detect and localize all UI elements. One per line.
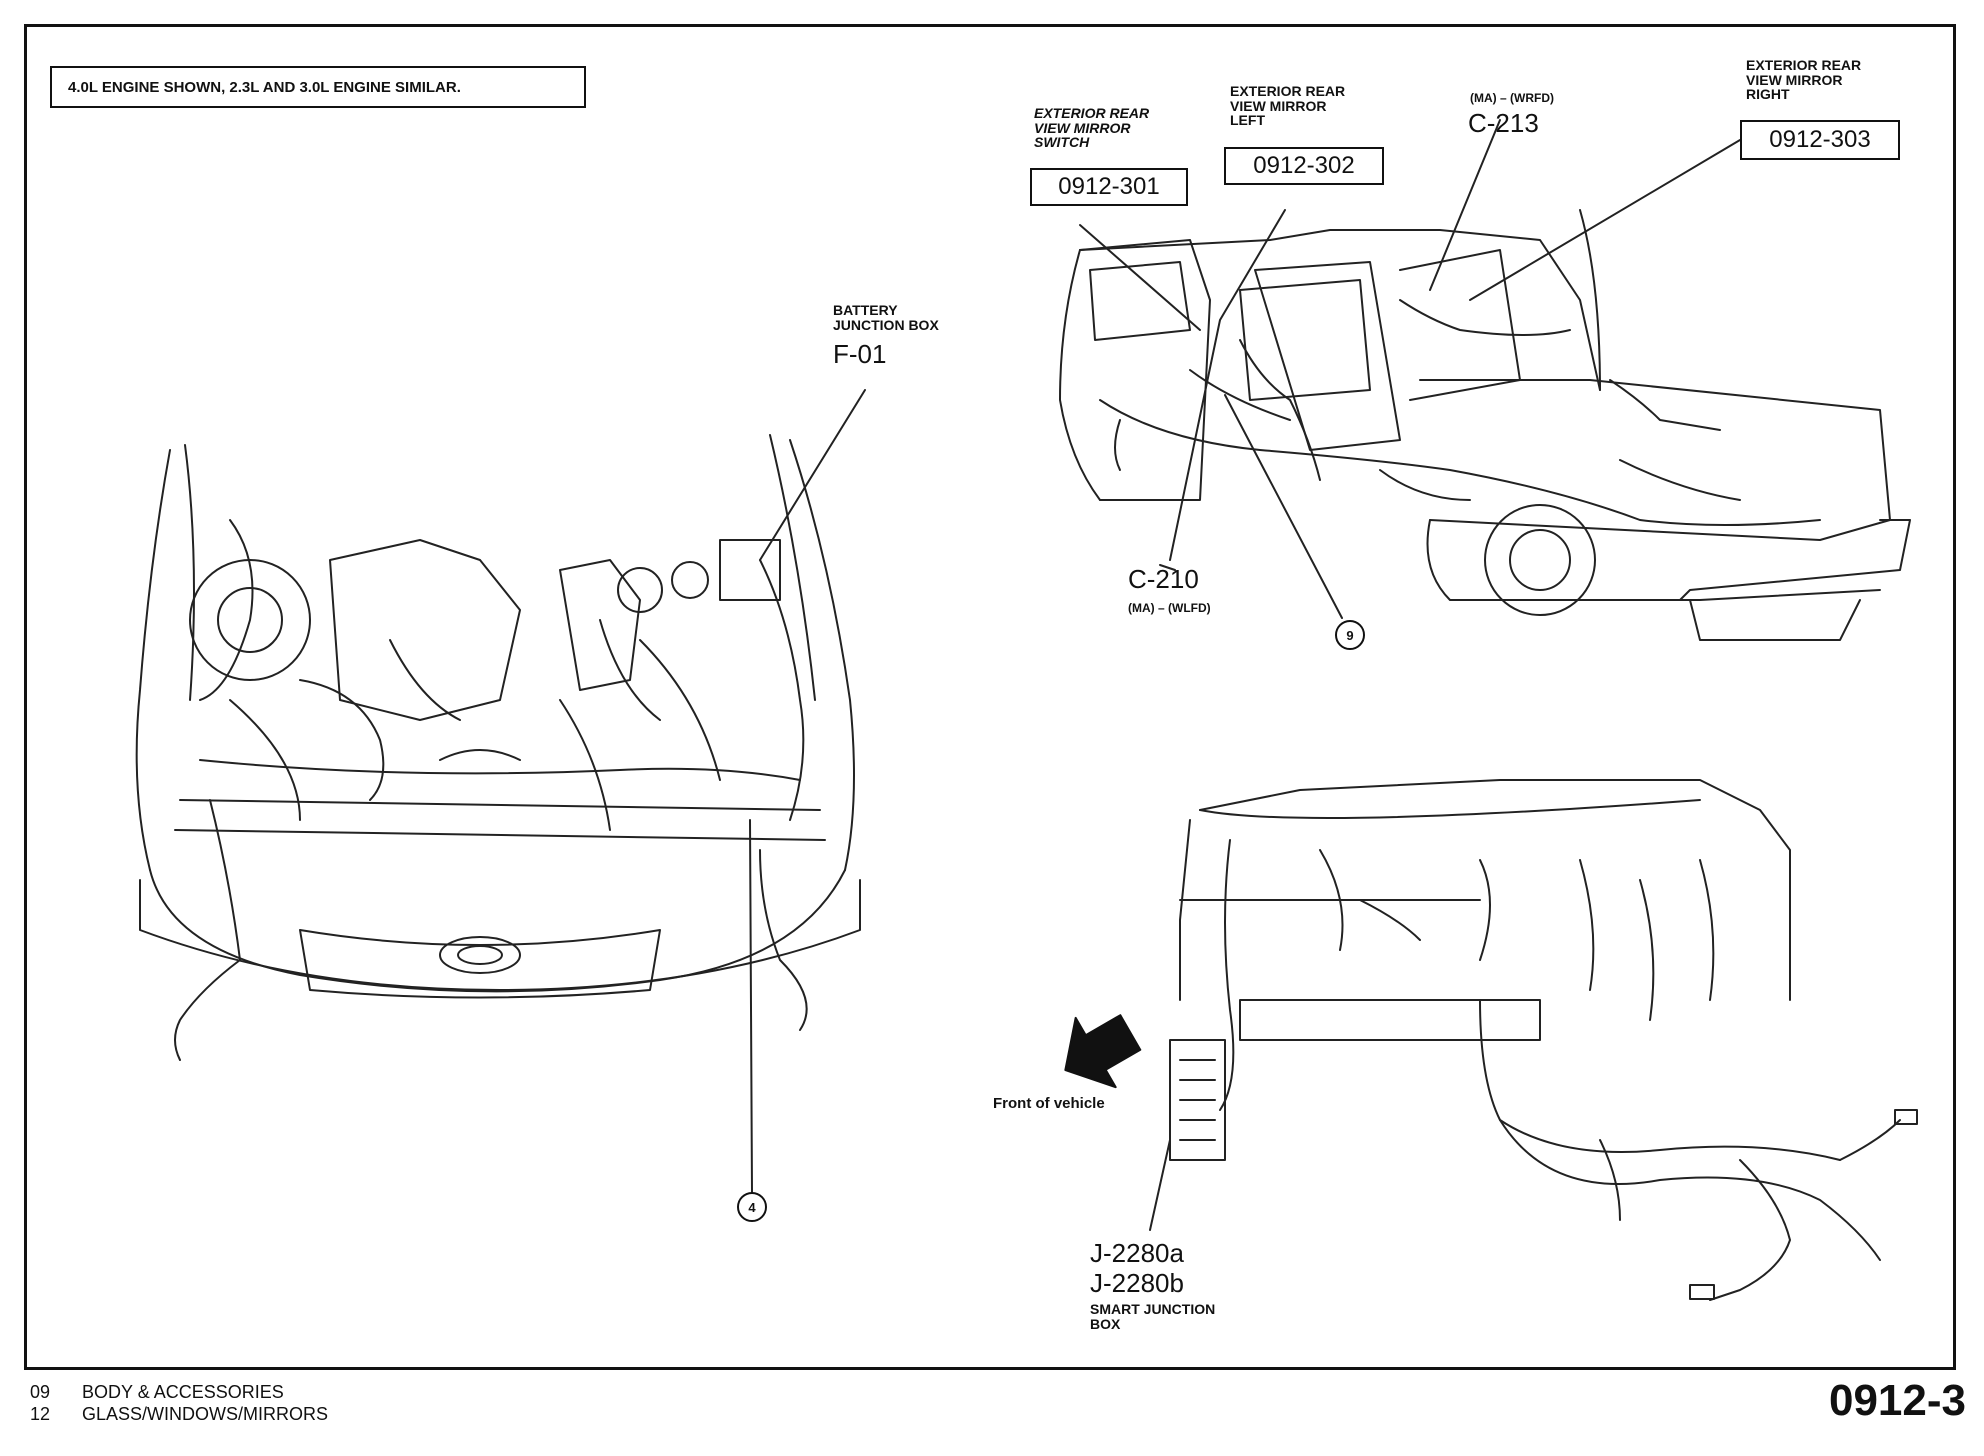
diagram-frame (24, 24, 1956, 1370)
engine-note-box: 4.0L ENGINE SHOWN, 2.3L AND 3.0L ENGINE … (50, 66, 586, 108)
page-code: 0912-3 (1828, 1376, 1966, 1425)
mirror-left-label: EXTERIOR REAR VIEW MIRROR LEFT (1230, 83, 1346, 129)
front-of-vehicle-label: Front of vehicle (993, 1095, 1105, 1112)
pickup-truck-drawing (1059, 209, 1911, 641)
engine-bay-drawing (135, 434, 861, 1061)
front-arrow-icon (1064, 1014, 1142, 1089)
mirror-switch-ref[interactable]: 0912-301 (1030, 168, 1188, 206)
j2280b-label: J-2280b (1090, 1268, 1184, 1298)
instrument-panel-drawing (1169, 779, 1918, 1301)
c210-sub-label: (MA) – (WLFD) (1128, 601, 1211, 615)
footer-line-2-text: GLASS/WINDOWS/MIRRORS (82, 1404, 329, 1424)
smart-junction-box-label: SMART JUNCTION BOX (1090, 1301, 1216, 1332)
j2280a-label: J-2280a (1090, 1238, 1184, 1268)
footer-line-1-num: 09 (30, 1382, 51, 1402)
c213-label: C-213 (1468, 108, 1539, 138)
footer-line-1-text: BODY & ACCESSORIES (82, 1382, 284, 1402)
callout-9: 9 (1335, 620, 1365, 650)
c210-label: C-210 (1128, 564, 1199, 594)
mirror-right-label: EXTERIOR REAR VIEW MIRROR RIGHT (1746, 57, 1862, 103)
footer-line-2-num: 12 (30, 1404, 51, 1424)
mirror-left-ref[interactable]: 0912-302 (1224, 147, 1384, 185)
callout-4: 4 (737, 1192, 767, 1222)
footer-line-1: 09 BODY & ACCESSORIES (30, 1382, 284, 1403)
footer-line-2: 12 GLASS/WINDOWS/MIRRORS (30, 1404, 328, 1425)
battery-code-label: F-01 (833, 339, 887, 369)
mirror-switch-label: EXTERIOR REAR VIEW MIRROR SWITCH (1034, 105, 1150, 151)
battery-junction-box-label: BATTERY JUNCTION BOX (833, 302, 939, 333)
mirror-right-ref[interactable]: 0912-303 (1740, 120, 1900, 160)
leader-lines (749, 119, 1741, 1231)
c213-sub-label: (MA) – (WRFD) (1470, 91, 1554, 105)
